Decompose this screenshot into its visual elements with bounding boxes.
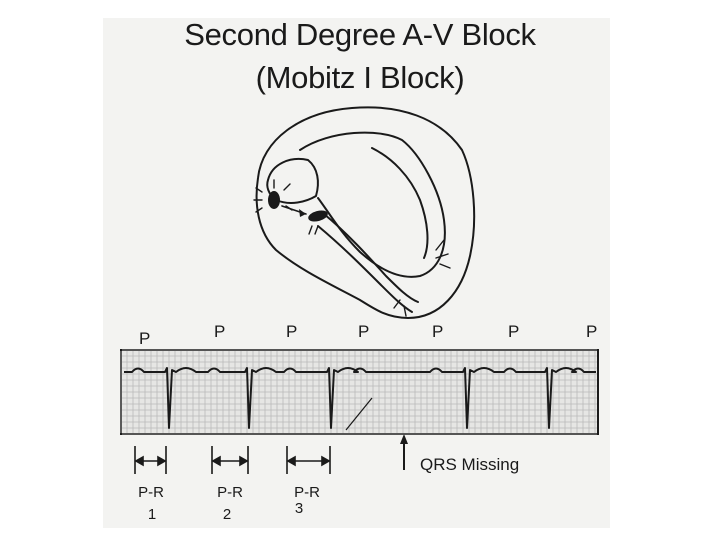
pr-bracket [322,457,329,465]
qrs-missing-arrow [400,434,408,470]
pr-bracket [288,457,295,465]
pr-interval-label: P-R [127,484,175,501]
av-block-marks [309,226,318,234]
p-wave-label: P [214,322,225,342]
ecg-strip [121,350,598,434]
p-wave-label: P [139,329,150,349]
qrs-missing-label: QRS Missing [420,455,519,475]
pr-bracket [158,457,165,465]
pr-interval-number: 1 [142,506,162,523]
p-wave-label: P [358,322,369,342]
inner-ventricle [372,148,427,258]
heart-illustration [254,107,474,318]
heart-outline [257,107,475,318]
sa-node [269,192,279,208]
heart-inner-wall [300,133,445,277]
p-wave-label: P [286,322,297,342]
p-wave-label: P [508,322,519,342]
pr-interval-number: 2 [217,506,237,523]
pr-interval-markers [135,446,330,474]
pr-bracket [136,457,143,465]
p-wave-label: P [432,322,443,342]
pr-interval-label: P-R [283,484,331,501]
conduction-bundle-lower [318,226,412,312]
pr-bracket [240,457,247,465]
pr-interval-number: 3 [289,500,309,517]
pr-bracket [213,457,220,465]
p-wave-label: P [586,322,597,342]
pr-interval-label: P-R [206,484,254,501]
av-node [308,210,327,222]
